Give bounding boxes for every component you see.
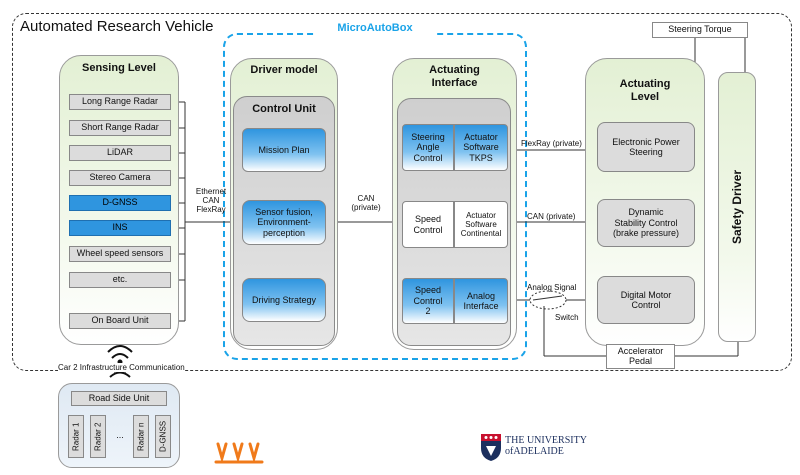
switch-label: Switch bbox=[555, 313, 579, 322]
electronic-power-steering: Electronic Power Steering bbox=[597, 122, 695, 172]
lab-logo bbox=[214, 442, 264, 464]
actuating-interface-title: Actuating Interface bbox=[429, 64, 480, 89]
steering-torque-box: Steering Torque bbox=[652, 22, 748, 38]
on-board-unit: On Board Unit bbox=[69, 313, 171, 329]
bus-label-mid: CAN (private) bbox=[351, 194, 381, 213]
actuating-level-title: Actuating Level bbox=[619, 78, 671, 103]
driver-model-title: Driver model bbox=[250, 64, 318, 76]
sensor-long-range-radar: Long Range Radar bbox=[69, 94, 171, 110]
sensor-lidar: LiDAR bbox=[69, 145, 171, 161]
road-side-unit-title: Road Side Unit bbox=[71, 391, 167, 406]
c2i-label: Car 2 Infrastructure Communication bbox=[58, 363, 185, 373]
safety-driver-panel bbox=[718, 72, 756, 342]
safety-driver-label: Safety Driver bbox=[730, 169, 744, 245]
sensor-wheel-speed: Wheel speed sensors bbox=[69, 246, 171, 262]
digital-motor-control: Digital Motor Control bbox=[597, 276, 695, 324]
wifi-icon bbox=[107, 345, 133, 378]
bus-label-left: Ethernet CAN FlexRay bbox=[195, 187, 227, 215]
speed-control: Speed Control bbox=[402, 201, 454, 248]
sensor-dgnss: D-GNSS bbox=[69, 195, 171, 211]
analog-interface: Analog Interface bbox=[454, 278, 508, 324]
sensor-etc: etc. bbox=[69, 272, 171, 288]
rsu-radar-2: Radar 2 bbox=[90, 415, 106, 458]
actuator-software-continental: Actuator Software Continental bbox=[454, 201, 508, 248]
control-unit-title: Control Unit bbox=[252, 103, 316, 115]
sensor-short-range-radar: Short Range Radar bbox=[69, 120, 171, 136]
microautobox-title: MicroAutoBox bbox=[315, 22, 435, 35]
vehicle-title: Automated Research Vehicle bbox=[20, 18, 214, 35]
analog-signal-label: Analog Signal bbox=[527, 283, 577, 292]
accelerator-pedal-box: Accelerator Pedal bbox=[606, 344, 675, 369]
sensing-level-title: Sensing Level bbox=[82, 62, 156, 74]
mission-plan-block: Mission Plan bbox=[242, 128, 326, 172]
sensor-ins: INS bbox=[69, 220, 171, 236]
sensor-stereo-camera: Stereo Camera bbox=[69, 170, 171, 186]
actuator-software-tkps: Actuator Software TKPS bbox=[454, 124, 508, 171]
rsu-ellipsis: ... bbox=[116, 430, 124, 440]
speed-control-2: Speed Control 2 bbox=[402, 278, 454, 324]
rsu-radar-1: Radar 1 bbox=[68, 415, 84, 458]
sensor-fusion-block: Sensor fusion, Environment- perception bbox=[242, 200, 326, 245]
rsu-dgnss: D-GNSS bbox=[155, 415, 171, 458]
university-logo-text: THE UNIVERSITY ofADELAIDE bbox=[505, 435, 587, 457]
dynamic-stability-control: Dynamic Stability Control (brake pressur… bbox=[597, 199, 695, 247]
rsu-radar-n: Radar n bbox=[133, 415, 149, 458]
flexray-link-label: FlexRay (private) bbox=[521, 139, 582, 148]
steering-angle-control: Steering Angle Control bbox=[402, 124, 454, 171]
university-crest-icon bbox=[481, 434, 501, 461]
can-link-label: CAN (private) bbox=[527, 212, 576, 221]
vehicle-boundary bbox=[12, 13, 792, 371]
driving-strategy-block: Driving Strategy bbox=[242, 278, 326, 322]
